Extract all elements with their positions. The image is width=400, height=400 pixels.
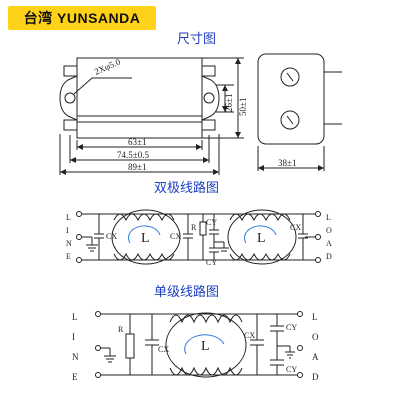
double-stage-circuit: L I N E L O A D CX L CX R CY CY L CX (66, 209, 332, 267)
width-total-label: 89±1 (128, 162, 146, 172)
terminal-top-right (201, 65, 216, 77)
filter-body-side (257, 53, 325, 145)
cx-label-1: CX (106, 232, 117, 241)
terminal-bottom-left (63, 119, 78, 131)
line-letter-3: N (66, 239, 72, 248)
load-letter-4: D (312, 372, 319, 382)
cx-label-1: CX (158, 345, 169, 354)
dimension-drawing: 2Xφ5.0 26±1 50±1 63±1 74.5±0.5 89±1 38±1 (59, 53, 342, 175)
filter-body-front (76, 57, 203, 139)
hole-spec-label: 2Xφ5.0 (93, 56, 123, 77)
side-terminal-bottom (280, 110, 300, 130)
left-mounting-flange (59, 75, 78, 121)
section-title-dimensions: 尺寸图 (171, 30, 223, 50)
load-letter-4: D (326, 252, 332, 261)
r-label: R (191, 223, 197, 232)
width-body-label: 63±1 (128, 137, 146, 147)
r-label: R (118, 325, 124, 334)
width-holes-label: 74.5±0.5 (117, 150, 149, 160)
load-letter-1: L (312, 312, 318, 322)
terminal-bottom-right (201, 119, 216, 131)
resistor-r (125, 333, 135, 359)
single-stage-circuit: L I N E L O A D R CX L CX CY CY (72, 311, 319, 382)
cy-label-1: CY (286, 323, 297, 332)
load-letter-2: O (312, 332, 319, 342)
line-letter-2: I (66, 226, 69, 235)
line-letter-2: I (72, 332, 75, 342)
line-letter-1: L (72, 312, 78, 322)
cy-label-1: CY (206, 218, 217, 227)
inductor-label: L (201, 339, 210, 354)
mounting-hole-right (203, 92, 215, 104)
cx-label-3: CX (290, 223, 301, 232)
line-letter-3: N (72, 352, 79, 362)
line-letter-1: L (66, 213, 71, 222)
inductor-label-1: L (141, 231, 150, 246)
right-mounting-flange (201, 75, 220, 121)
depth-label: 38±1 (278, 158, 296, 168)
height-inner-label: 26±1 (224, 94, 234, 112)
terminal-top-left (63, 65, 78, 77)
load-letter-3: A (326, 239, 332, 248)
cy-label-2: CY (206, 258, 217, 267)
side-terminal-top (280, 67, 300, 87)
brand-badge: 台湾 YUNSANDA (8, 6, 156, 30)
height-outer-label: 50±1 (238, 98, 248, 116)
cy-label-2: CY (286, 365, 297, 374)
line-letter-4: E (66, 252, 71, 261)
cx-label-2: CX (244, 331, 255, 340)
line-letter-4: E (72, 372, 78, 382)
load-letter-3: A (312, 352, 319, 362)
mounting-hole-left (64, 92, 76, 104)
load-letter-2: O (326, 226, 332, 235)
section-title-single-stage: 单级线路图 (148, 283, 226, 303)
inductor-label-2: L (257, 231, 266, 246)
section-title-double-stage: 双极线路图 (148, 179, 226, 199)
load-letter-1: L (326, 213, 331, 222)
cx-label-2: CX (170, 232, 181, 241)
